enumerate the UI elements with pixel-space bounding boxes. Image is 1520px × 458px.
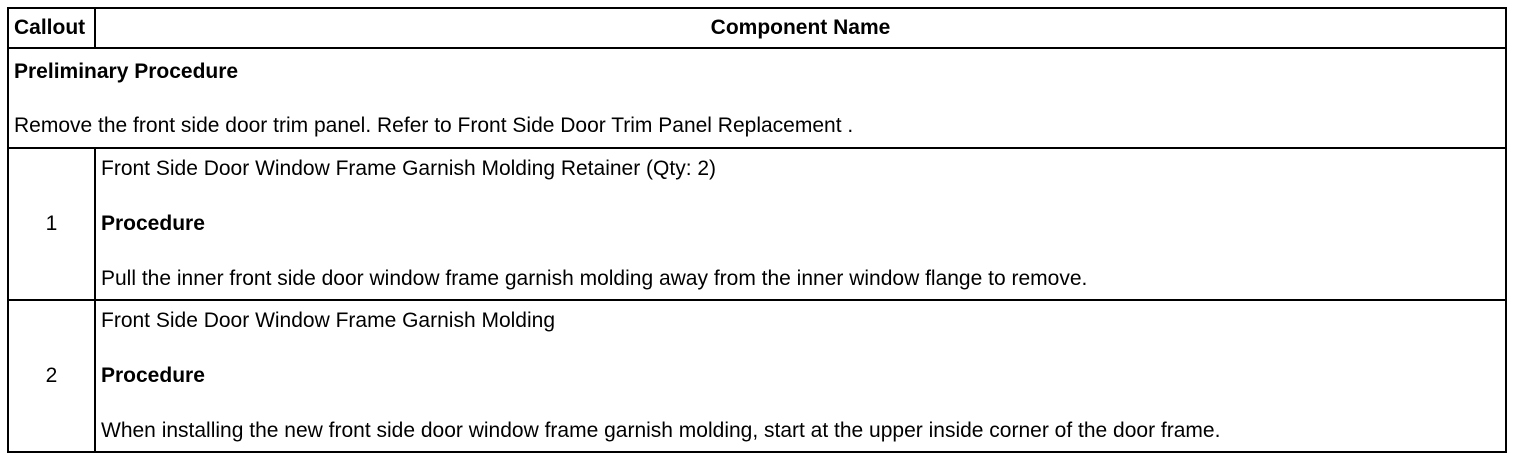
component-table: Callout Component Name Preliminary Proce… [7, 7, 1507, 453]
preliminary-heading: Preliminary Procedure [14, 59, 239, 83]
table-row: 1 Front Side Door Window Frame Garnish M… [7, 147, 1507, 301]
component-cell: Front Side Door Window Frame Garnish Mol… [94, 299, 1507, 453]
callout-number: 1 [7, 147, 96, 301]
component-cell: Front Side Door Window Frame Garnish Mol… [94, 147, 1507, 301]
preliminary-text: Remove the front side door trim panel. R… [14, 113, 854, 137]
procedure-label: Procedure [101, 212, 205, 235]
header-callout: Callout [7, 7, 96, 49]
procedure-text: When installing the new front side door … [101, 419, 1221, 442]
preliminary-cell: Preliminary Procedure Remove the front s… [7, 47, 1507, 149]
table-row: 2 Front Side Door Window Frame Garnish M… [7, 299, 1507, 453]
procedure-label: Procedure [101, 364, 205, 387]
procedure-text: Pull the inner front side door window fr… [101, 267, 1088, 290]
callout-number: 2 [7, 299, 96, 453]
header-row: Callout Component Name [7, 7, 1507, 49]
header-component-name: Component Name [94, 7, 1507, 49]
component-name: Front Side Door Window Frame Garnish Mol… [101, 157, 717, 180]
component-name: Front Side Door Window Frame Garnish Mol… [101, 309, 556, 332]
preliminary-row: Preliminary Procedure Remove the front s… [7, 47, 1507, 149]
